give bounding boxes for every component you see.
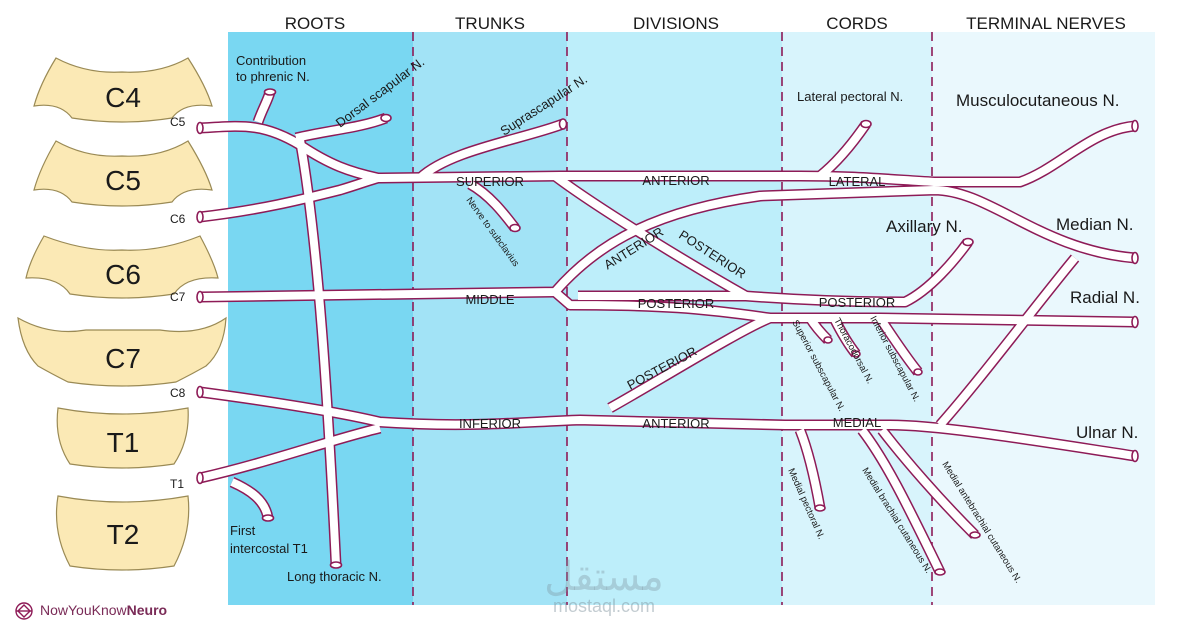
end-musculocutaneous (1131, 119, 1139, 133)
end-axillary (962, 237, 974, 247)
medial-antebrachial-branch (878, 427, 978, 538)
end-c5 (196, 121, 204, 135)
division-posterior-mid: POSTERIOR (638, 296, 715, 311)
division-anterior-top: ANTERIOR (642, 173, 709, 188)
lateral-pectoral-branch (817, 121, 870, 180)
brand-prefix: NowYouKnow (40, 602, 127, 618)
vertebra-label-t2: T2 (107, 519, 140, 550)
vertebra-label-c4: C4 (105, 82, 141, 113)
terminal-musculocutaneous: Musculocutaneous N. (956, 91, 1119, 110)
root-label-c8: C8 (170, 386, 186, 400)
watermark-latin: mostaql.com (553, 596, 655, 616)
c5-to-musculocutaneous (199, 122, 1136, 186)
end-medial-antebrachial (969, 531, 981, 539)
header-roots: ROOTS (285, 14, 345, 33)
root-label-c6: C6 (170, 212, 186, 226)
brand-suffix: Neuro (126, 602, 168, 618)
posterior-division-upper (552, 172, 748, 300)
branch-phrenic-line1: Contribution (236, 53, 306, 68)
end-medial-brachial (934, 568, 946, 576)
header-divisions: DIVISIONS (633, 14, 719, 33)
end-ulnar (1131, 449, 1139, 463)
t1-root (199, 424, 381, 482)
end-upper-subscapular (823, 336, 833, 344)
trunks-column (413, 32, 567, 605)
end-phrenic (263, 88, 277, 96)
terminal-ulnar: Ulnar N. (1076, 423, 1138, 442)
branch-phrenic-line2: to phrenic N. (236, 69, 310, 84)
watermark-arabic: مستقل (544, 555, 664, 599)
vertebra-t2 (55, 495, 190, 571)
lower-subscapular-branch (876, 315, 922, 375)
branch-lateral-pectoral: Lateral pectoral N. (797, 89, 903, 104)
header-cords: CORDS (826, 14, 887, 33)
cord-medial: MEDIAL (833, 415, 881, 430)
medial-brachial-branch (858, 427, 944, 574)
end-c6 (196, 210, 204, 224)
end-subclavius (509, 223, 521, 233)
vertebra-label-c5: C5 (105, 165, 141, 196)
trunk-superior: SUPERIOR (456, 174, 524, 189)
medial-pectoral-branch (796, 428, 824, 509)
nerve-fills (199, 90, 1136, 574)
suprascapular-branch (417, 120, 565, 182)
c8-to-ulnar (199, 388, 1136, 460)
posterior-cord-axillary (578, 239, 972, 306)
long-thoracic-nerve (296, 139, 340, 566)
end-median (1131, 251, 1139, 265)
end-c8 (196, 385, 204, 399)
subclavius-branch (467, 180, 519, 231)
c7-to-median (199, 186, 1136, 301)
c6-root (199, 174, 380, 221)
end-radial (1131, 315, 1139, 329)
vertebra-c4 (33, 57, 213, 123)
end-t1 (196, 471, 204, 485)
header-trunks: TRUNKS (455, 14, 525, 33)
end-lower-subscapular (913, 368, 923, 376)
medial-contribution-median (937, 255, 1079, 428)
end-c7 (196, 290, 204, 304)
trunk-inferior: INFERIOR (459, 416, 521, 431)
nerve-network (198, 90, 1136, 575)
terminal-radial: Radial N. (1070, 288, 1140, 307)
root-label-t1: T1 (170, 477, 184, 491)
end-long-thoracic (329, 561, 343, 569)
vertebra-label-c7: C7 (105, 343, 141, 374)
cord-posterior: POSTERIOR (819, 295, 896, 310)
cord-lateral: LATERAL (829, 174, 886, 189)
vertebra-t1 (56, 407, 189, 469)
nerve-ends (196, 88, 1139, 576)
vertebra-c5 (33, 140, 213, 207)
division-anterior-bottom: ANTERIOR (642, 416, 709, 431)
root-label-c5: C5 (170, 115, 186, 129)
posterior-division-lower (608, 314, 772, 412)
branch-intercostal-line2: intercostal T1 (230, 541, 308, 556)
header-terminal-nerves: TERMINAL NERVES (966, 14, 1126, 33)
vertebra-c6 (25, 235, 219, 299)
terminal-median: Median N. (1056, 215, 1133, 234)
end-suprascapular (558, 118, 568, 130)
intercostal-branch (230, 478, 272, 519)
vertebra-label-c6: C6 (105, 259, 141, 290)
vertebra-label-t1: T1 (107, 427, 140, 458)
brain-logo-icon (15, 602, 33, 620)
branch-long-thoracic: Long thoracic N. (287, 569, 382, 584)
vertebrae (17, 57, 227, 571)
end-medial-pectoral (814, 504, 826, 512)
trunk-middle: MIDDLE (465, 292, 514, 307)
terminal-axillary: Axillary N. (886, 217, 963, 236)
end-dorsal-scapular (380, 113, 392, 123)
dorsal-scapular-branch (295, 114, 388, 142)
vertebra-c7 (17, 316, 227, 387)
end-intercostal (261, 514, 275, 522)
root-label-c7: C7 (170, 290, 186, 304)
brand-logo: NowYouKnowNeuro (40, 602, 167, 618)
branch-intercostal-line1: First (230, 523, 256, 538)
end-lateral-pectoral (860, 119, 872, 129)
end-thoracodorsal (851, 350, 861, 358)
